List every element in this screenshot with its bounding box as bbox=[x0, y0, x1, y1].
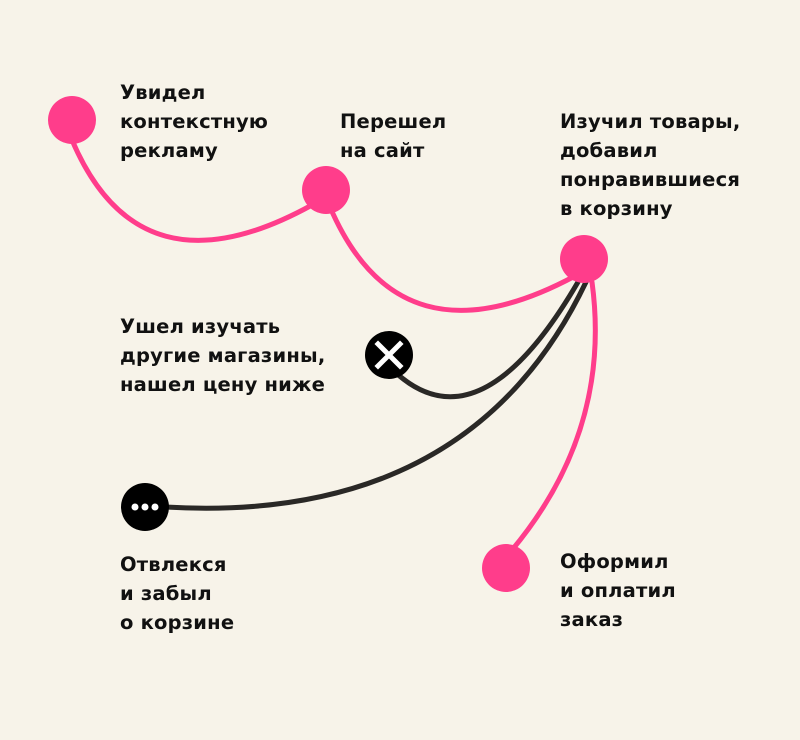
path-cart-to-forgot bbox=[162, 279, 589, 511]
path-cart-to-order bbox=[509, 279, 598, 553]
label-forgot-cart: Отвлекся и забыл о корзине bbox=[120, 553, 235, 634]
path-ad-to-site bbox=[69, 137, 315, 243]
close-icon bbox=[365, 331, 413, 379]
label-left-for-other-stores: Ушел изучать другие магазины, нашел цену… bbox=[120, 315, 326, 396]
node-visited-site bbox=[302, 166, 350, 214]
node-added-to-cart bbox=[560, 235, 608, 283]
node-ordered bbox=[482, 544, 530, 592]
node-saw-ad bbox=[48, 96, 96, 144]
path-cart-to-left bbox=[392, 279, 581, 400]
label-visited-site: Перешел на сайт bbox=[340, 110, 447, 162]
ellipsis-icon bbox=[121, 483, 169, 531]
label-saw-ad: Увидел контекстную рекламу bbox=[120, 81, 269, 162]
label-ordered: Оформил и оплатил заказ bbox=[560, 550, 676, 631]
label-added-to-cart: Изучил товары, добавил понравившиеся в к… bbox=[560, 110, 741, 220]
path-site-to-cart bbox=[327, 204, 578, 313]
